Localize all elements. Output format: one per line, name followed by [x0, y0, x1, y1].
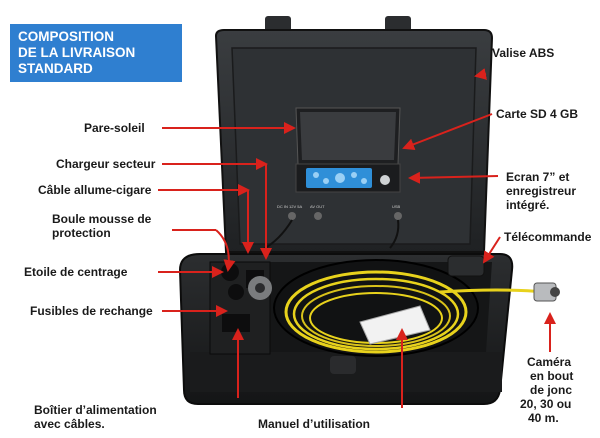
label-boitier-2: avec câbles. [34, 417, 105, 431]
connector-panel: DC IN 12V 5A AV OUT USB [261, 204, 402, 251]
av-out-text: AV OUT [310, 204, 325, 209]
title-line-2: DE LA LIVRAISON [18, 45, 136, 60]
label-ecran-3: intégré. [506, 198, 550, 212]
cable-reel [273, 259, 560, 357]
screen-sunshade [295, 107, 401, 165]
label-camera-4: 20, 30 ou [520, 397, 572, 411]
dc-in-text: DC IN 12V 5A [277, 204, 302, 209]
foam-compartments [209, 261, 272, 355]
label-boule-2: protection [52, 226, 111, 240]
label-cable: Câble allume-cigare [38, 183, 152, 197]
title-line-1: COMPOSITION [18, 29, 115, 44]
label-fusibles: Fusibles de rechange [30, 304, 153, 318]
label-chargeur: Chargeur secteur [56, 157, 156, 171]
label-valise: Valise ABS [492, 46, 555, 60]
label-boule-1: Boule mousse de [52, 212, 152, 226]
remote-control [447, 255, 485, 277]
label-ecran-1: Ecran 7” et [506, 170, 570, 184]
label-manuel: Manuel d’utilisation [258, 417, 371, 431]
label-ecran-2: enregistreur [506, 184, 577, 198]
label-camera-2: en bout [530, 369, 574, 383]
callout-arrows [158, 68, 556, 408]
label-pare-soleil: Pare-soleil [84, 121, 145, 135]
label-camera-3: de jonc [530, 383, 573, 397]
title-banner: COMPOSITION DE LA LIVRAISON STANDARD [10, 24, 182, 82]
usb-text: USB [392, 204, 401, 209]
title-line-3: STANDARD [18, 61, 93, 76]
control-panel [295, 163, 401, 193]
label-camera-5: 40 m. [528, 411, 559, 425]
label-telecommande: Télécommande [504, 230, 592, 244]
label-boitier-1: Boîtier d’alimentation [34, 403, 157, 417]
label-carte-sd: Carte SD 4 GB [496, 107, 579, 121]
label-etoile: Etoile de centrage [24, 265, 128, 279]
label-camera-1: Caméra [527, 355, 572, 369]
